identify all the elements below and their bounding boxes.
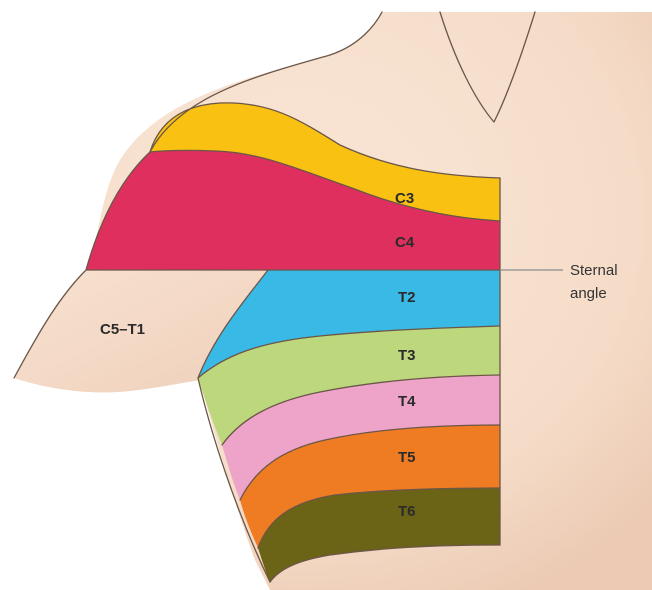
- label-c3: C3: [395, 190, 414, 207]
- label-t4: T4: [398, 393, 416, 410]
- label-t2: T2: [398, 289, 416, 306]
- label-t3: T3: [398, 347, 416, 364]
- label-c5-t1: C5–T1: [100, 321, 145, 338]
- label-t6: T6: [398, 503, 416, 520]
- label-angle: angle: [570, 285, 607, 302]
- label-t5: T5: [398, 449, 416, 466]
- label-sternal: Sternal: [570, 262, 618, 279]
- label-c4: C4: [395, 234, 415, 251]
